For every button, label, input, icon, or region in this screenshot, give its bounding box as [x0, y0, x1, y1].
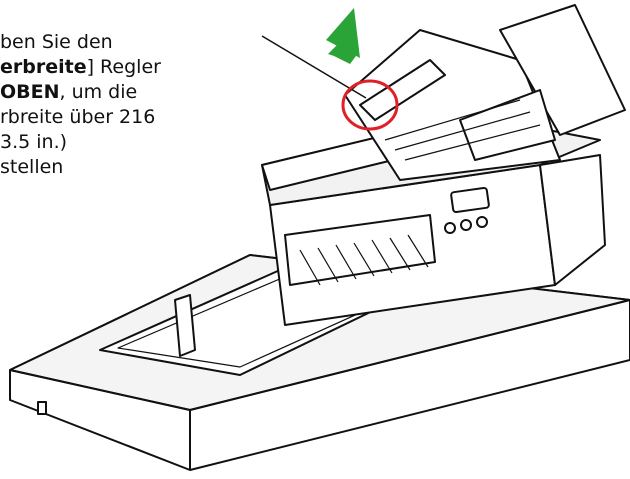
scanner-foot: [37, 401, 47, 415]
direction-arrow-icon: [326, 8, 360, 64]
instruction-line-3: OBEN, um die: [0, 80, 260, 105]
tray-ribs: [384, 99, 541, 161]
instruction-line-1: ben Sie den: [0, 31, 113, 53]
slider-name-bold: erbreite: [0, 56, 87, 78]
instruction-line-2-rest: ] Regler: [86, 56, 161, 78]
control-button: [476, 216, 488, 228]
control-button: [460, 219, 472, 231]
instruction-line-2: erbreite] Regler: [0, 55, 260, 80]
tray-guide-right: [459, 89, 556, 161]
control-button: [444, 222, 456, 234]
adf-side: [539, 154, 606, 286]
lcd-panel: [450, 186, 490, 214]
instruction-line-3-rest: , um die: [59, 81, 138, 103]
instruction-line-6: stellen: [0, 156, 64, 178]
output-slot-fins: [299, 234, 429, 286]
output-slot: [284, 214, 436, 286]
direction-bold: OBEN: [0, 81, 60, 103]
highlight-circle: [341, 79, 399, 131]
callout-leader-line: [261, 35, 367, 99]
flatbed-side-edge: [189, 299, 630, 411]
instruction-line-5: 3.5 in.): [0, 131, 68, 153]
document-holder: [174, 294, 196, 357]
instruction-line-4: rbreite über 216: [0, 106, 156, 128]
tray-guide-left: [359, 59, 446, 121]
instruction-text: ben Sie den erbreite] Regler OBEN, um di…: [0, 30, 260, 180]
